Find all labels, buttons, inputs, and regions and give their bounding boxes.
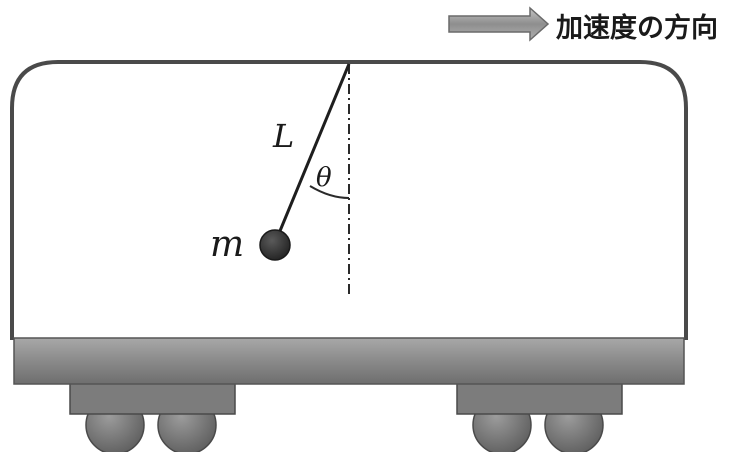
bogies — [69, 381, 623, 415]
angle-label: θ — [316, 163, 332, 193]
right-arrow-icon — [448, 6, 550, 42]
acceleration-indicator: 加速度の方向 — [448, 6, 718, 44]
bogie-left — [69, 381, 236, 415]
pendulum-string — [273, 63, 351, 244]
length-label: L — [272, 117, 294, 155]
acceleration-caption: 加速度の方向 — [556, 12, 718, 44]
pendulum-bob — [259, 229, 291, 261]
mass-label: m — [210, 224, 244, 265]
car-floor — [13, 337, 685, 385]
bogie-right — [456, 381, 623, 415]
train-car-body — [10, 60, 688, 340]
angle-arc — [309, 185, 350, 199]
